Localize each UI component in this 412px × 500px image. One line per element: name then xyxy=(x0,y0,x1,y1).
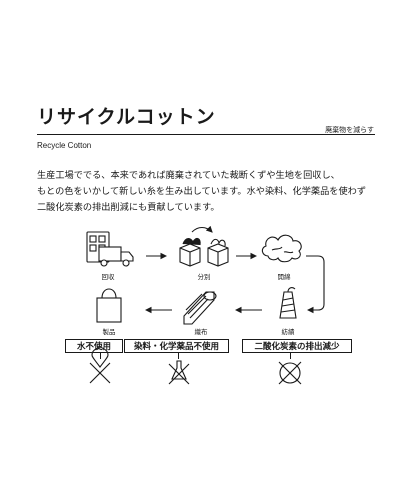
description-line: もとの色をいかして新しい糸を生み出しています。水や染料、化学薬品を使わず xyxy=(37,186,367,197)
benefit-badge-no-dye: 染料・化学薬品不使用 xyxy=(124,339,229,353)
benefit-badge-co2: 二酸化炭素の排出減少 xyxy=(242,339,352,353)
title-divider xyxy=(37,134,375,135)
step-label-weaving: 織布 xyxy=(194,328,208,336)
step-label-spinning: 紡績 xyxy=(281,328,295,336)
description: 生産工場ででる、本来であれば廃棄されていた裁断くずや生地を回収し、 もとの色をい… xyxy=(37,168,379,216)
no-water-icon xyxy=(89,346,111,384)
fabric-roll-icon xyxy=(183,291,217,325)
step-label-opening: 開綿 xyxy=(277,273,291,281)
no-chemicals-icon xyxy=(168,360,190,385)
sorting-boxes-icon xyxy=(179,225,229,267)
tote-bag-icon xyxy=(96,288,122,323)
flow-arrow xyxy=(306,255,325,314)
description-line: 二酸化炭素の排出削減にも貢献しています。 xyxy=(37,202,220,213)
thread-cone-icon xyxy=(279,287,297,319)
cotton-fiber-icon xyxy=(261,234,302,263)
collection-truck-icon xyxy=(86,231,134,267)
badge-connector xyxy=(290,353,291,359)
tagline: 廃棄物を減らす xyxy=(325,126,374,134)
step-label-product: 製品 xyxy=(102,328,116,336)
badge-connector xyxy=(100,353,101,359)
co2-reduction-icon xyxy=(278,361,302,385)
description-line: 生産工場ででる、本来であれば廃棄されていた裁断くずや生地を回収し、 xyxy=(37,170,340,181)
step-label-sort: 分別 xyxy=(197,273,211,281)
step-label-collect: 回収 xyxy=(101,273,115,281)
benefit-badge-no-water: 水不使用 xyxy=(65,339,123,353)
page-title: リサイクルコットン xyxy=(37,106,216,128)
subtitle: Recycle Cotton xyxy=(37,141,92,150)
badge-connector xyxy=(178,353,179,359)
